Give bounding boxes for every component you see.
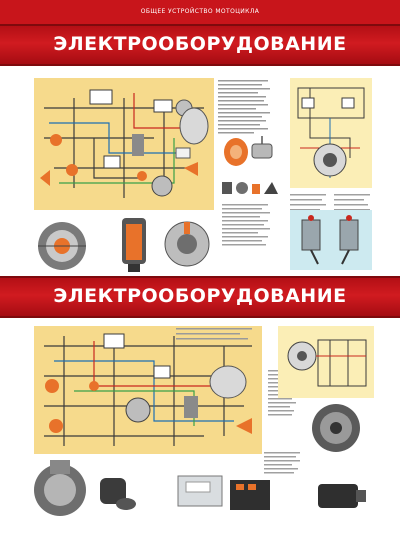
- parts-legend-bottom-right: [264, 452, 300, 474]
- distributor-cap-illustration: [312, 404, 360, 452]
- relay-illustration: [100, 478, 136, 510]
- ignition-coil-illustration: [224, 136, 273, 166]
- legend-strip-bottom: [176, 328, 252, 340]
- top-sheet: [0, 66, 400, 276]
- wiring-diagram-bottom: [34, 326, 262, 454]
- poster-supertitle: ОБЩЕЕ УСТРОЙСТВО МОТОЦИКЛА: [140, 8, 260, 15]
- bottom-sheet: [0, 318, 400, 538]
- parts-legend-top: [218, 80, 270, 134]
- title-top: ЭЛЕКТРООБОРУДОВАНИЕ: [53, 33, 347, 55]
- title-banner-top: ЭЛЕКТРООБОРУДОВАНИЕ: [0, 24, 400, 66]
- spark-timing-diagram: [290, 210, 372, 270]
- switch-block-illustration: [230, 480, 270, 510]
- distributor-illustration: [164, 221, 210, 267]
- small-parts-row: [222, 182, 278, 194]
- parts-legend-right: [290, 194, 370, 211]
- ignition-coil-bottom-illustration: [318, 484, 366, 508]
- parts-legend-mid: [222, 204, 270, 246]
- top-strip: ОБЩЕЕ УСТРОЙСТВО МОТОЦИКЛА: [0, 0, 400, 25]
- ignition-coil-cutaway: [122, 218, 146, 272]
- title-bottom: ЭЛЕКТРООБОРУДОВАНИЕ: [53, 285, 347, 307]
- ignition-schematic-right: [290, 78, 372, 188]
- wiring-diagram-main: [34, 78, 214, 210]
- generator-illustration: [38, 222, 86, 270]
- voltage-regulator-illustration: [177, 475, 223, 507]
- title-banner-bottom: ЭЛЕКТРООБОРУДОВАНИЕ: [0, 276, 400, 318]
- regulator-schematic: [278, 326, 374, 398]
- generator-unit-illustration: [34, 460, 86, 516]
